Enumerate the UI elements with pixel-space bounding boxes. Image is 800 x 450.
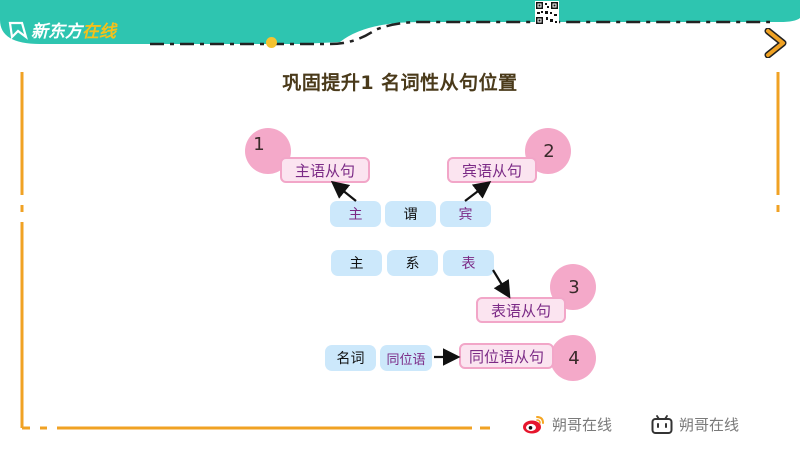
row2-linking-verb: 系 bbox=[387, 250, 438, 276]
clause-object: 宾语从句 bbox=[447, 157, 537, 183]
clause-predicative: 表语从句 bbox=[476, 297, 566, 323]
bilibili-label: 朔哥在线 bbox=[679, 416, 740, 434]
next-arrow-icon[interactable] bbox=[762, 28, 792, 58]
clause-subject: 主语从句 bbox=[280, 157, 370, 183]
logo-accent: 在线 bbox=[82, 22, 116, 42]
weibo-handle[interactable]: 朔哥在线 bbox=[522, 414, 612, 435]
logo-text: 新东方在线 bbox=[31, 17, 116, 42]
number-4: 4 bbox=[568, 347, 580, 369]
clause-appositive: 同位语从句 bbox=[459, 343, 554, 369]
weibo-label: 朔哥在线 bbox=[552, 416, 613, 434]
decor-dot bbox=[266, 37, 277, 48]
row3-appositive: 同位语 bbox=[380, 345, 432, 371]
bilibili-handle[interactable]: 朔哥在线 bbox=[651, 414, 739, 435]
number-2: 2 bbox=[543, 140, 555, 162]
logo-icon bbox=[8, 21, 28, 40]
logo-main: 新东方 bbox=[31, 22, 82, 42]
row1-verb: 谓 bbox=[385, 201, 436, 227]
number-3: 3 bbox=[568, 276, 580, 298]
row3-noun: 名词 bbox=[325, 345, 376, 371]
row2-subject: 主 bbox=[331, 250, 382, 276]
weibo-icon bbox=[523, 415, 544, 433]
qr-code-icon[interactable] bbox=[535, 1, 559, 25]
bilibili-icon bbox=[651, 414, 673, 434]
row1-subject: 主 bbox=[330, 201, 381, 227]
row2-predicative: 表 bbox=[443, 250, 494, 276]
arrow-to-predicative-clause bbox=[492, 269, 511, 299]
row1-object: 宾 bbox=[440, 201, 491, 227]
number-1: 1 bbox=[253, 133, 265, 155]
arrow-to-object-clause bbox=[464, 181, 492, 202]
slide-title: 巩固提升1 名词性从句位置 bbox=[282, 72, 518, 94]
arrow-to-subject-clause bbox=[330, 180, 357, 202]
number-circle-4: 4 bbox=[550, 335, 596, 381]
top-banner bbox=[0, 0, 800, 46]
brand-logo: 新东方在线 bbox=[8, 17, 116, 42]
